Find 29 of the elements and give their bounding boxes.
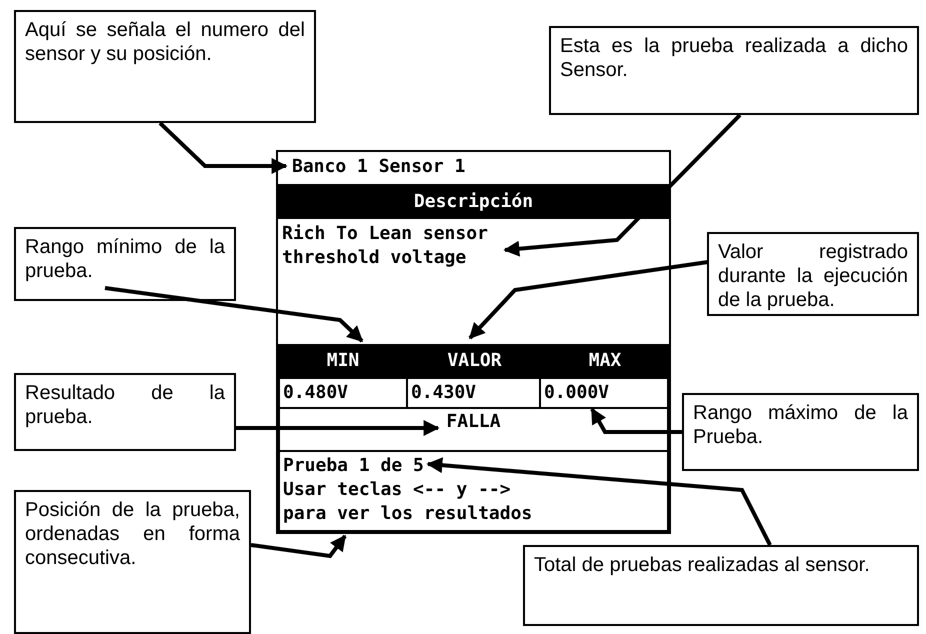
leader-arrow bbox=[590, 408, 682, 434]
leader-arrow bbox=[104, 286, 364, 342]
callout-box: Esta es la prueba realizada a dicho Sensor. bbox=[549, 26, 919, 115]
screen-text-line: Prueba 1 de 5 bbox=[283, 454, 424, 478]
callout-box: Total de pruebas realizadas al sensor. bbox=[523, 545, 919, 626]
callout-box: Resultado de la prueba. bbox=[14, 373, 236, 451]
column-header: MAX bbox=[541, 344, 669, 377]
device-screen bbox=[276, 150, 671, 534]
screen-title: Banco 1 Sensor 1 bbox=[278, 152, 669, 184]
leader-arrow bbox=[426, 457, 772, 546]
value-cell: 0.000V bbox=[539, 377, 669, 409]
callout-box: Rango máximo de la Prueba. bbox=[682, 393, 919, 471]
callout-box: Valor registrado durante la ejecución de la prueba. bbox=[707, 232, 919, 316]
screen-text-line: para ver los resultados bbox=[283, 502, 532, 526]
screen-text-line: Usar teclas <-- y --> bbox=[283, 478, 511, 502]
column-header: MIN bbox=[278, 344, 408, 377]
column-header: VALOR bbox=[408, 344, 541, 377]
leader-arrow bbox=[236, 420, 440, 436]
leader-arrow bbox=[468, 260, 708, 340]
leader-arrow bbox=[158, 122, 288, 174]
description-text: Rich To Lean sensor threshold voltage bbox=[278, 219, 669, 344]
header-band: Descripción bbox=[278, 184, 669, 219]
info-panel bbox=[278, 450, 669, 532]
callout-box: Aquí se señala el numero del sensor y su posición. bbox=[14, 10, 316, 123]
leader-arrow bbox=[250, 534, 347, 558]
callout-box: Posición de la prueba, ordenadas en forma consecutiva. bbox=[14, 490, 251, 634]
value-cell: 0.480V bbox=[278, 377, 408, 409]
leader-arrow bbox=[503, 114, 742, 257]
callout-box: Rango mínimo de la prueba. bbox=[14, 227, 236, 301]
